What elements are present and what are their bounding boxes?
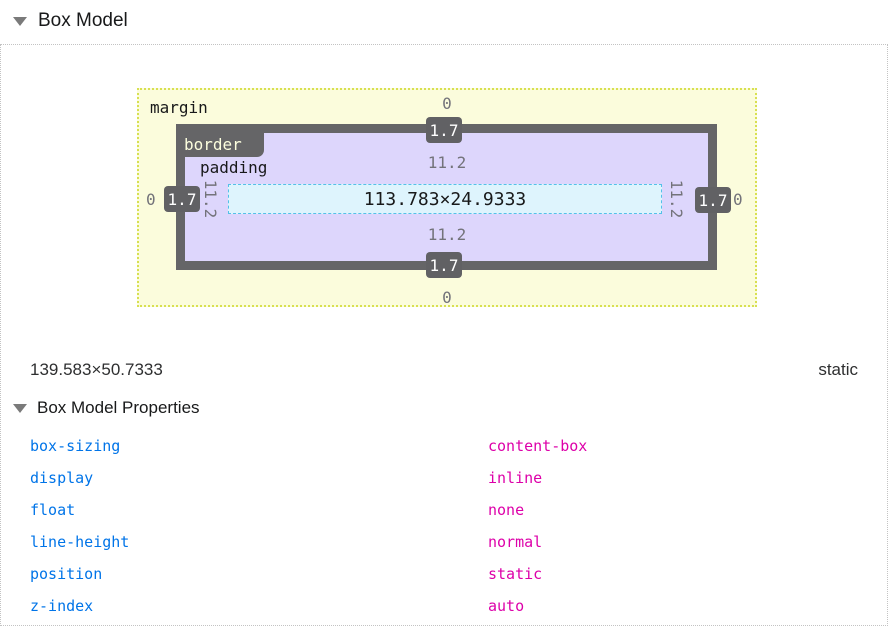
property-row: line-height normal: [0, 526, 888, 558]
margin-label: margin: [150, 98, 208, 117]
property-value: inline: [488, 469, 543, 487]
content-region[interactable]: 113.783×24.9333: [228, 184, 662, 214]
property-value: static: [488, 565, 543, 583]
property-value: content-box: [488, 437, 588, 455]
padding-top-value[interactable]: 11.2: [427, 153, 467, 172]
border-right-value[interactable]: 1.7: [695, 187, 731, 213]
element-size: 139.583×50.7333: [30, 360, 163, 379]
properties-section-title: Box Model Properties: [37, 398, 200, 417]
margin-left-value[interactable]: 0: [146, 190, 156, 209]
box-model-section-header[interactable]: Box Model: [13, 10, 128, 32]
property-name: box-sizing: [30, 437, 121, 455]
section-title: Box Model: [38, 10, 128, 31]
property-name: position: [30, 565, 103, 583]
chevron-down-icon[interactable]: [13, 16, 27, 26]
element-position: static: [818, 360, 858, 379]
chevron-down-icon[interactable]: [13, 403, 27, 413]
property-row: box-sizing content-box: [0, 430, 888, 462]
property-name: line-height: [30, 533, 130, 551]
property-name: display: [30, 469, 94, 487]
margin-right-value[interactable]: 0: [733, 190, 743, 209]
property-row: display inline: [0, 462, 888, 494]
property-row: float none: [0, 494, 888, 526]
property-name: float: [30, 501, 76, 519]
content-size-value[interactable]: 113.783×24.9333: [363, 188, 527, 210]
box-model-properties-header[interactable]: Box Model Properties: [13, 398, 200, 418]
padding-label: padding: [200, 158, 268, 177]
border-label: border: [176, 124, 264, 157]
padding-right-value[interactable]: 11.2: [667, 179, 686, 219]
border-left-value[interactable]: 1.7: [164, 186, 200, 212]
property-row: z-index auto: [0, 590, 888, 622]
margin-bottom-value[interactable]: 0: [442, 288, 452, 307]
property-value: none: [488, 501, 525, 519]
property-row: position static: [0, 558, 888, 590]
property-value: normal: [488, 533, 543, 551]
border-top-value[interactable]: 1.7: [426, 117, 462, 143]
property-value: auto: [488, 597, 525, 615]
property-name: z-index: [30, 597, 94, 615]
padding-bottom-value[interactable]: 11.2: [427, 225, 467, 244]
border-bottom-value[interactable]: 1.7: [426, 252, 462, 278]
padding-left-value[interactable]: 11.2: [201, 179, 220, 219]
properties-list: box-sizing content-box display inline fl…: [0, 430, 888, 622]
margin-top-value[interactable]: 0: [442, 94, 452, 113]
